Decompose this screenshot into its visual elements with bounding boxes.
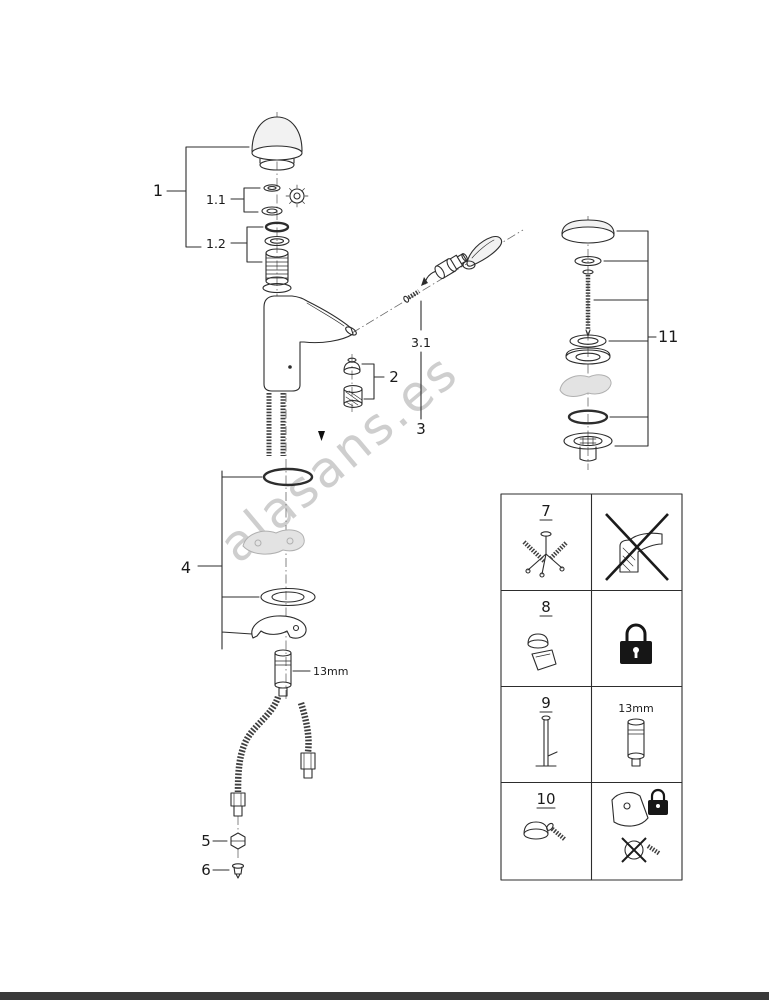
- callout-1-2-leader: [230, 226, 264, 263]
- callout-4: 4: [181, 558, 191, 577]
- legend-number-9: 9: [541, 694, 551, 712]
- aerator-parts: [343, 357, 363, 408]
- screw-6: [231, 863, 245, 879]
- callout-6: 6: [201, 861, 211, 879]
- legend-cell-7-right: [605, 513, 669, 581]
- handle-knob: [251, 116, 303, 171]
- callout-1: 1: [153, 181, 163, 200]
- supply-studs: [266, 393, 286, 456]
- mounting-tool-icon: [522, 531, 568, 578]
- callout-1-1: 1.1: [206, 192, 226, 207]
- callout-3: 3: [416, 420, 426, 438]
- legend-cell-10: 10: [523, 790, 567, 842]
- handle-parts-icon: [523, 821, 567, 842]
- callout-2: 2: [389, 368, 399, 386]
- flow-arrow: [318, 431, 325, 441]
- legend-cell-8: 8: [527, 598, 557, 671]
- callout-5: 5: [201, 832, 211, 850]
- legend-13mm-note: 13mm: [618, 702, 653, 715]
- callout-4-bracket: [197, 470, 263, 650]
- legend-table: [500, 493, 683, 881]
- legend-number-8: 8: [541, 598, 551, 616]
- aerator-kit-icon: [527, 633, 557, 671]
- supply-hoses: [230, 695, 316, 817]
- hose-connector-13mm: [274, 649, 292, 697]
- faucet-body: [263, 295, 357, 392]
- callout-1-2: 1.2: [206, 236, 226, 251]
- callout-3-1: 3.1: [411, 335, 431, 350]
- callout-1-bracket: [166, 146, 250, 248]
- bottom-bar: [0, 992, 769, 1000]
- fixing-nut-5: [230, 832, 246, 850]
- legend-cell-10-right: [611, 788, 668, 863]
- hose-size-label: 13mm: [313, 665, 348, 678]
- legend-cell-8-right: [620, 623, 652, 664]
- legend-cell-7: 7: [522, 502, 568, 578]
- socket-13mm-icon: [627, 718, 645, 767]
- legend-cell-9-right: 13mm: [618, 702, 654, 767]
- padlock-icon: [620, 623, 652, 664]
- callout-2-leader: [361, 363, 385, 400]
- mounting-parts: [242, 467, 316, 639]
- side-valve-assembly: [403, 236, 503, 303]
- pin-wrench-icon: [535, 715, 558, 767]
- callout-11-bracket: [593, 230, 657, 447]
- washer-set-1-1: [261, 184, 309, 216]
- legend-cell-9: 9: [535, 694, 558, 767]
- legend-number-7: 7: [541, 502, 551, 520]
- callout-11: 11: [658, 327, 678, 346]
- no-faucet-icon: [605, 513, 669, 581]
- legend-number-10: 10: [536, 790, 555, 808]
- drain-assembly: [559, 219, 615, 462]
- secure-bracket-icon: [611, 788, 668, 863]
- callout-1-1-leader: [230, 187, 261, 213]
- cartridge-parts-1-2: [262, 221, 292, 294]
